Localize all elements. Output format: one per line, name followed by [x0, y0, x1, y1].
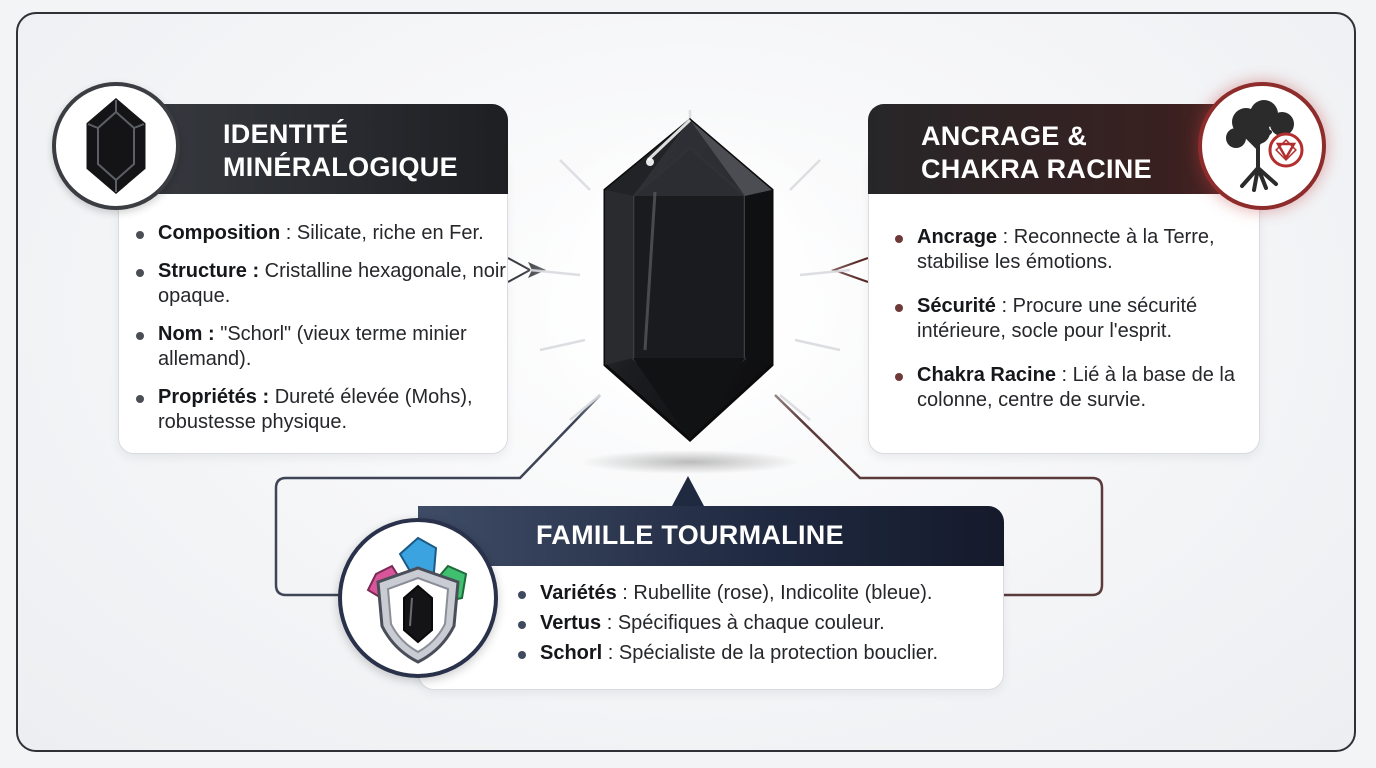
grounding-title-line2: CHAKRA RACINE — [921, 154, 1152, 184]
connector-family-top — [672, 476, 704, 506]
family-title: FAMILLE TOURMALINE — [536, 520, 844, 550]
grounding-panel — [868, 150, 1260, 454]
list-item: Schorl : Spécialiste de la protection bo… — [518, 641, 998, 666]
connector-family-right — [774, 394, 1104, 597]
mineral-title-line2: MINÉRALOGIQUE — [223, 152, 458, 182]
mineral-list: Composition : Silicate, riche en Fer. St… — [136, 221, 508, 448]
list-item: Structure : Cristalline hexagonale, noir… — [136, 259, 508, 309]
grounding-title-line1: ANCRAGE & — [921, 121, 1088, 151]
family-list: Variétés : Rubellite (rose), Indicolite … — [518, 581, 998, 671]
list-item: Chakra Racine : Lié à la base de la colo… — [895, 363, 1255, 413]
list-item: Composition : Silicate, riche en Fer. — [136, 221, 508, 246]
list-item: Ancrage : Reconnecte à la Terre, stabili… — [895, 225, 1255, 275]
crystal-icon — [52, 82, 180, 210]
black-tourmaline-crystal-icon — [500, 100, 880, 480]
list-item: Vertus : Spécifiques à chaque couleur. — [518, 611, 998, 636]
tree-of-life-icon — [1198, 82, 1326, 210]
grounding-list: Ancrage : Reconnecte à la Terre, stabili… — [895, 225, 1255, 432]
list-item: Nom : "Schorl" (vieux terme minier allem… — [136, 322, 508, 372]
mineral-title-line1: IDENTITÉ — [223, 119, 349, 149]
family-header: FAMILLE TOURMALINE — [418, 506, 1004, 566]
list-item: Propriétés : Dureté élevée (Mohs), robus… — [136, 385, 508, 435]
connector-family-left — [274, 394, 601, 597]
gems-shield-icon — [338, 518, 498, 678]
list-item: Sécurité : Procure une sécurité intérieu… — [895, 294, 1255, 344]
mineral-identity-panel — [118, 150, 508, 454]
list-item: Variétés : Rubellite (rose), Indicolite … — [518, 581, 998, 606]
